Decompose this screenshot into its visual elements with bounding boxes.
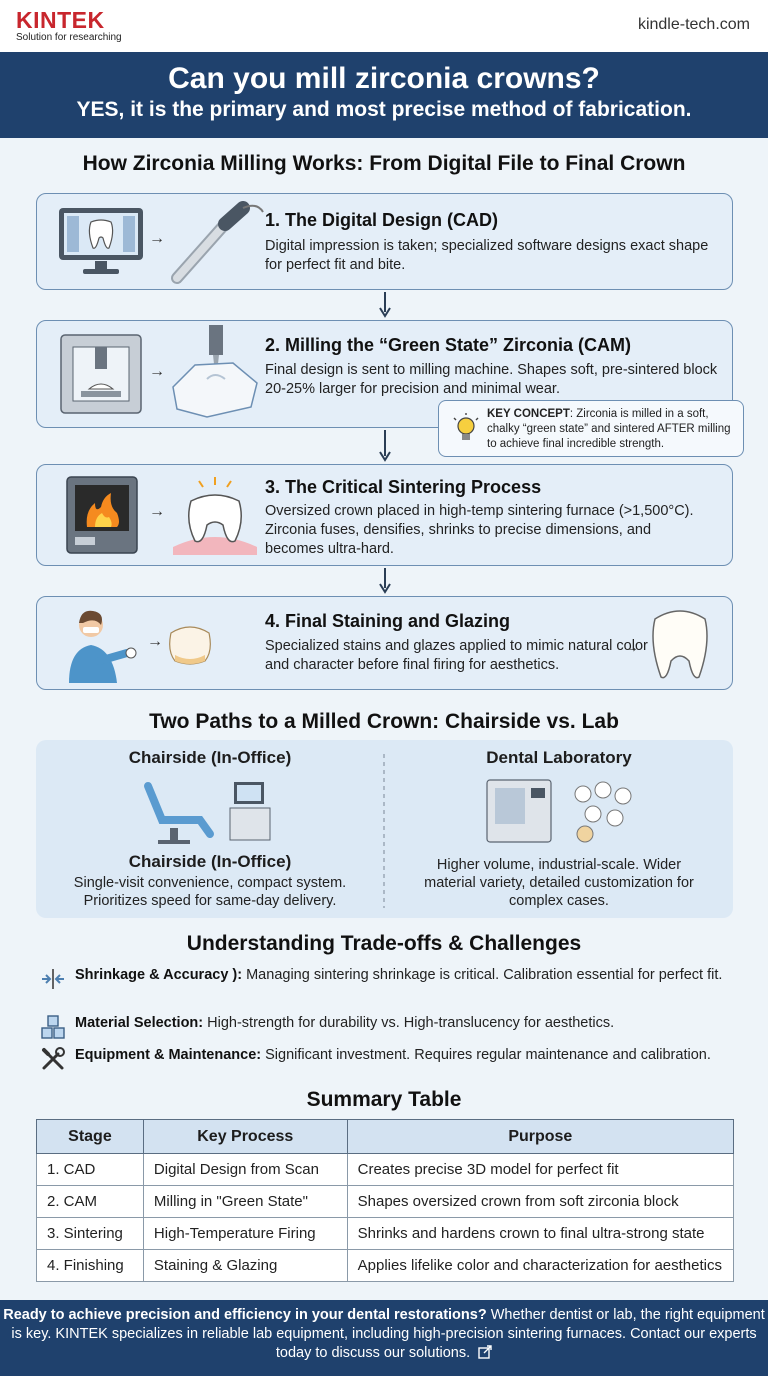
tradeoff-body: Managing sintering shrinkage is critical… (242, 967, 723, 983)
table-cell: Applies lifelike color and characterizat… (346, 1249, 735, 1282)
site-link[interactable]: kindle-tech.com (637, 16, 750, 33)
lab-heading: Dental Laboratory (486, 748, 632, 767)
table-cell: 1. CAD (36, 1153, 144, 1186)
step-description: Oversized crown placed in high-temp sint… (265, 503, 694, 557)
table-header-cell: Stage (36, 1119, 144, 1154)
step-card-finishing: → 4. Final Staining and Glazing Speciali… (36, 596, 733, 690)
top-bar: KINTEK Solution for researching kindle-t… (0, 0, 768, 52)
lab-mill-icon (486, 779, 632, 843)
technician-icon (69, 610, 137, 683)
arrow-right-icon: → (149, 363, 165, 380)
shrink-arrows-icon (42, 969, 64, 989)
brand-tagline: Solution for researching (16, 32, 122, 43)
arrow-down-icon (379, 292, 391, 318)
sintered-crown-icon (173, 477, 257, 555)
table-cell: High-Temperature Firing (142, 1217, 348, 1250)
tradeoff-label: Material Selection: (75, 1015, 204, 1031)
sintering-furnace-icon (66, 476, 138, 554)
zirconia-block-icon (172, 325, 258, 418)
kintek-logo[interactable]: KINTEK Solution for researching (16, 8, 122, 44)
tradeoff-text: Shrinkage & Accuracy ): Managing sinteri… (75, 966, 740, 985)
brand-name: KINTEK (16, 7, 105, 33)
stained-crown-icon (169, 626, 211, 665)
chairside-subheading: Chairside (In-Office) (128, 852, 292, 871)
footer-cta: Ready to achieve precision and efficienc… (0, 1300, 768, 1376)
step-title: 1. The Digital Design (CAD) (265, 210, 499, 230)
table-cell: Digital Design from Scan (142, 1153, 348, 1186)
tradeoff-body: High-strength for durability vs. High-tr… (203, 1015, 615, 1031)
process-section-title: How Zirconia Milling Works: From Digital… (82, 152, 686, 175)
tools-icon (42, 1047, 65, 1070)
lab-description: Higher volume, industrial-scale. Wider m… (424, 857, 694, 909)
lab-column: Dental Laboratory Higher volume, industr… (385, 740, 733, 918)
key-concept-text: KEY CONCEPT: Zirconia is milled in a sof… (487, 407, 739, 452)
tradeoff-body: Significant investment. Requires regular… (261, 1047, 711, 1063)
computer-monitor-icon (59, 208, 143, 274)
hero-banner: Can you mill zirconia crowns? YES, it is… (0, 52, 768, 138)
footer-text: Whether dentist or lab, the right equipm… (11, 1307, 765, 1361)
page-subtitle: YES, it is the primary and most precise … (76, 98, 692, 121)
table-header-row: Stage Key Process Purpose (36, 1119, 735, 1154)
key-concept-label: KEY CONCEPT (487, 408, 570, 420)
table-row: 1. CAD Digital Design from Scan Creates … (36, 1153, 735, 1186)
final-tooth-icon (652, 610, 708, 679)
paths-panel: Chairside (In-Office) Chairside (In-Offi… (36, 740, 733, 918)
step-title: 2. Milling the “Green State” Zirconia (C… (265, 335, 632, 355)
summary-table: Stage Key Process Purpose 1. CAD Digital… (36, 1119, 735, 1282)
chairside-heading: Chairside (In-Office) (128, 748, 292, 767)
table-cell: Shapes oversized crown from soft zirconi… (346, 1185, 735, 1218)
footer-lead: Ready to achieve precision and efficienc… (3, 1307, 487, 1323)
step-card-sintering: → 3. The Critical Sintering Process Over… (36, 464, 733, 566)
step-description: Final design is sent to milling machine.… (265, 362, 718, 397)
intraoral-scanner-icon (171, 201, 264, 284)
arrow-down-icon (379, 430, 391, 462)
arrow-down-icon (379, 568, 391, 594)
arrow-right-icon: → (147, 633, 163, 650)
table-header-cell: Purpose (346, 1119, 735, 1154)
dental-chair-icon (144, 782, 271, 844)
table-cell: 3. Sintering (36, 1217, 144, 1250)
table-cell: 2. CAM (36, 1185, 144, 1218)
blocks-icon (41, 1015, 65, 1039)
table-row: 4. Finishing Staining & Glazing Applies … (36, 1249, 735, 1282)
step-description: Digital impression is taken; specialized… (265, 238, 709, 273)
table-row: 3. Sintering High-Temperature Firing Shr… (36, 1217, 735, 1250)
tradeoff-text: Equipment & Maintenance: Significant inv… (75, 1046, 740, 1065)
table-cell: Creates precise 3D model for perfect fit (346, 1153, 735, 1186)
step-title: 3. The Critical Sintering Process (265, 477, 542, 497)
summary-section-title: Summary Table (306, 1088, 462, 1111)
tradeoff-text: Material Selection: High-strength for du… (75, 1014, 740, 1033)
divider (383, 754, 385, 908)
step-card-cad: → 1. The Digital Design (CAD) Digital im… (36, 193, 733, 290)
arrow-right-icon: → (149, 503, 165, 520)
table-cell: Shrinks and hardens crown to final ultra… (346, 1217, 735, 1250)
chairside-description: Single-visit convenience, compact system… (73, 875, 347, 909)
paths-section-title: Two Paths to a Milled Crown: Chairside v… (149, 710, 619, 733)
table-cell: Staining & Glazing (142, 1249, 348, 1282)
external-link-icon[interactable] (478, 1345, 492, 1359)
chairside-column: Chairside (In-Office) Chairside (In-Offi… (36, 740, 384, 918)
tradeoff-label: Equipment & Maintenance: (75, 1047, 262, 1063)
arrow-right-icon: → (623, 639, 639, 656)
step-description: Specialized stains and glazes applied to… (265, 638, 648, 673)
table-cell: 4. Finishing (36, 1249, 144, 1282)
milling-machine-icon (60, 334, 142, 414)
key-concept-callout: KEY CONCEPT: Zirconia is milled in a sof… (438, 400, 744, 457)
key-concept-body: : Zirconia is milled in a soft, chalky “… (487, 408, 731, 450)
tradeoff-label: Shrinkage & Accuracy ): (75, 967, 243, 983)
page-title: Can you mill zirconia crowns? (168, 62, 600, 95)
table-row: 2. CAM Milling in "Green State" Shapes o… (36, 1185, 735, 1218)
table-cell: Milling in "Green State" (142, 1185, 348, 1218)
step-title: 4. Final Staining and Glazing (265, 611, 511, 631)
table-header-cell: Key Process (142, 1119, 348, 1154)
tradeoffs-section-title: Understanding Trade-offs & Challenges (186, 932, 582, 955)
lightbulb-icon (453, 413, 479, 440)
arrow-right-icon: → (149, 230, 165, 247)
